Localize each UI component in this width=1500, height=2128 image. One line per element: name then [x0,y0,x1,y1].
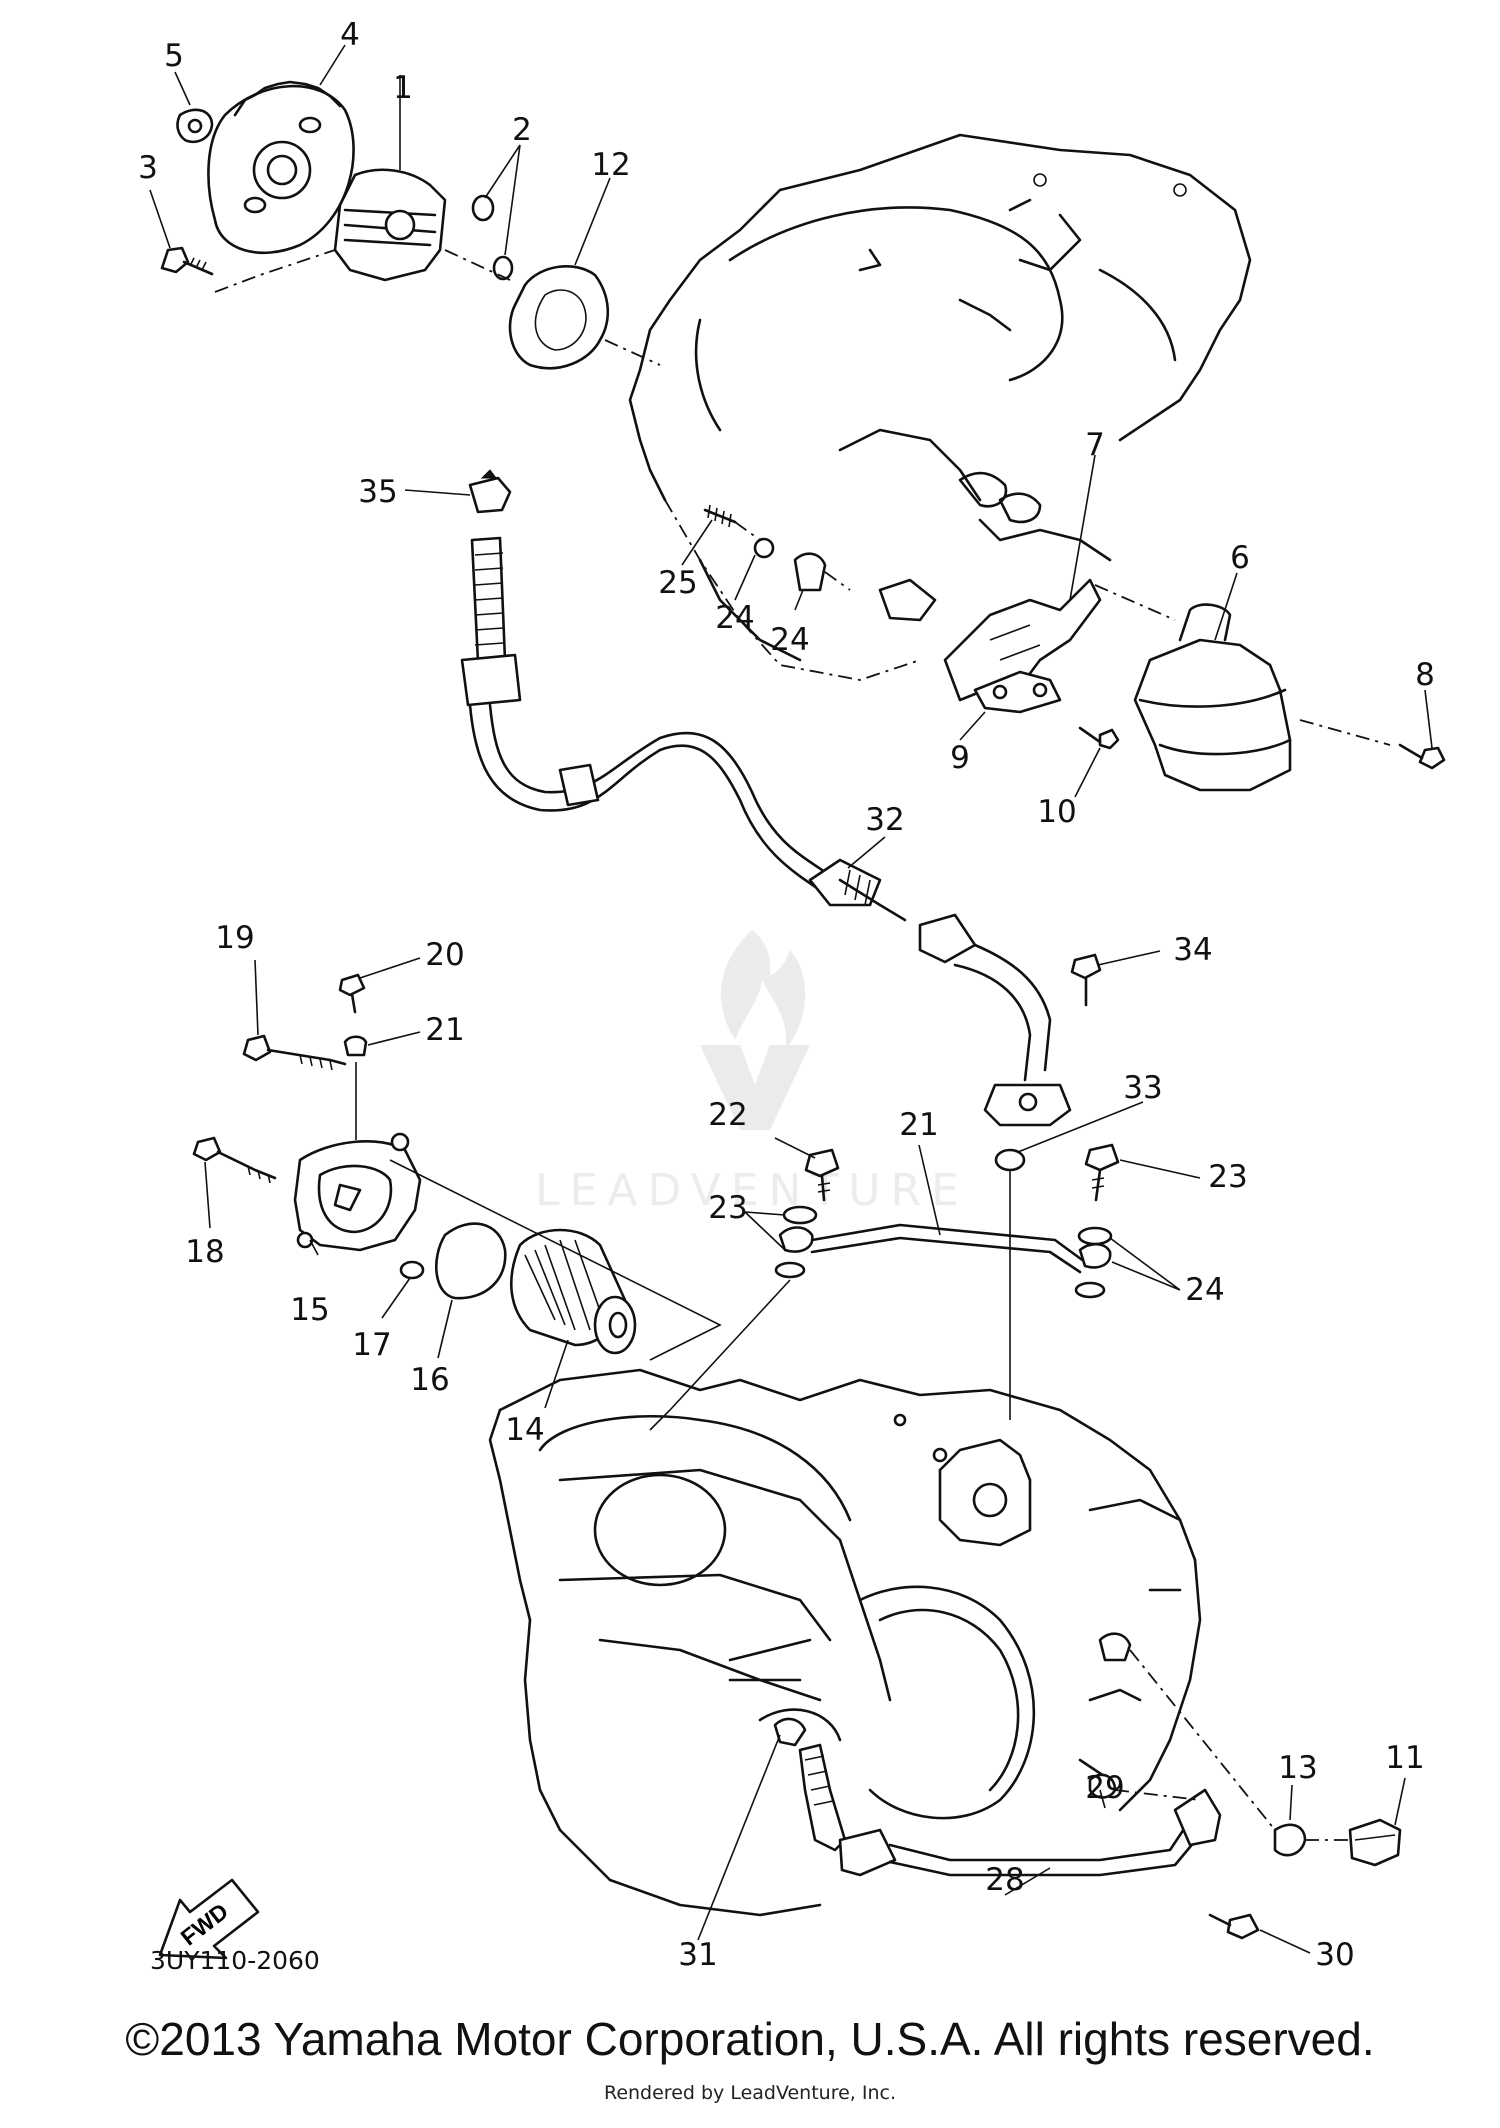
callout-17: 17 [352,1327,391,1363]
oil-pipe-28 [773,1632,1402,1940]
callout-5: 5 [164,38,184,74]
callout-18: 18 [185,1234,224,1270]
callout-31: 31 [678,1937,717,1973]
callout-8: 8 [1415,657,1435,693]
callout-30: 30 [1315,1937,1354,1973]
callout-16: 16 [410,1362,449,1398]
upper-crankcase [628,133,1252,681]
watermark-text: LEADVENTURE [535,1165,969,1216]
callout-27: 25 [658,565,697,601]
callout-26: 24 [715,600,754,636]
rendered-by-notice: Rendered by LeadVenture, Inc. [603,2082,897,2104]
callout-20: 20 [425,937,464,973]
callout-35: 35 [358,474,397,510]
strainer-assembly [703,504,1446,792]
callout-4: 4 [340,17,360,53]
callout-23-right: 23 [1208,1159,1247,1195]
callout-15: 15 [290,1292,329,1328]
callout-24-left: 23 [708,1190,747,1226]
callout-33: 33 [1123,1070,1162,1106]
callout-6: 6 [1230,540,1250,576]
callout-34: 34 [1173,932,1212,968]
callout-11: 11 [1385,1740,1424,1776]
callout-21: 21 [425,1012,464,1048]
copyright-notice: ©2013 Yamaha Motor Corporation, U.S.A. A… [125,2013,1375,2065]
callout-1: 1 [393,70,413,106]
callout-9: 9 [950,740,970,776]
callout-14: 14 [505,1412,544,1448]
callouts: 5 4 1 2 12 3 35 7 6 8 25 24 24 9 10 32 3… [138,17,1435,1973]
oil-filter-assembly [192,973,722,1361]
oil-pump-assembly [160,80,661,370]
leadventure-watermark: LEADVENTURE [535,930,969,1216]
lower-crankcase [488,1368,1202,1917]
callout-23-left: 22 [708,1097,747,1133]
callout-2: 2 [512,112,532,148]
callout-3: 3 [138,150,158,186]
callout-12: 12 [591,147,630,183]
callout-7: 7 [1085,427,1105,463]
fwd-arrow: FWD [158,1878,260,1960]
callout-13: 13 [1278,1750,1317,1786]
callout-22: 21 [899,1107,938,1143]
callout-19: 19 [215,920,254,956]
callout-24-right: 24 [1185,1272,1224,1308]
callout-29: 29 [1085,1770,1124,1806]
callout-25: 24 [770,622,809,658]
callout-10: 10 [1037,794,1076,830]
oil-delivery-pipe [460,469,1102,1420]
callout-32: 32 [865,802,904,838]
oil-pipe-22 [649,1143,1120,1431]
leader-lines [149,44,1433,1954]
diagram-code: 3UY110-2060 [150,1946,320,1975]
callout-28: 28 [985,1862,1024,1898]
